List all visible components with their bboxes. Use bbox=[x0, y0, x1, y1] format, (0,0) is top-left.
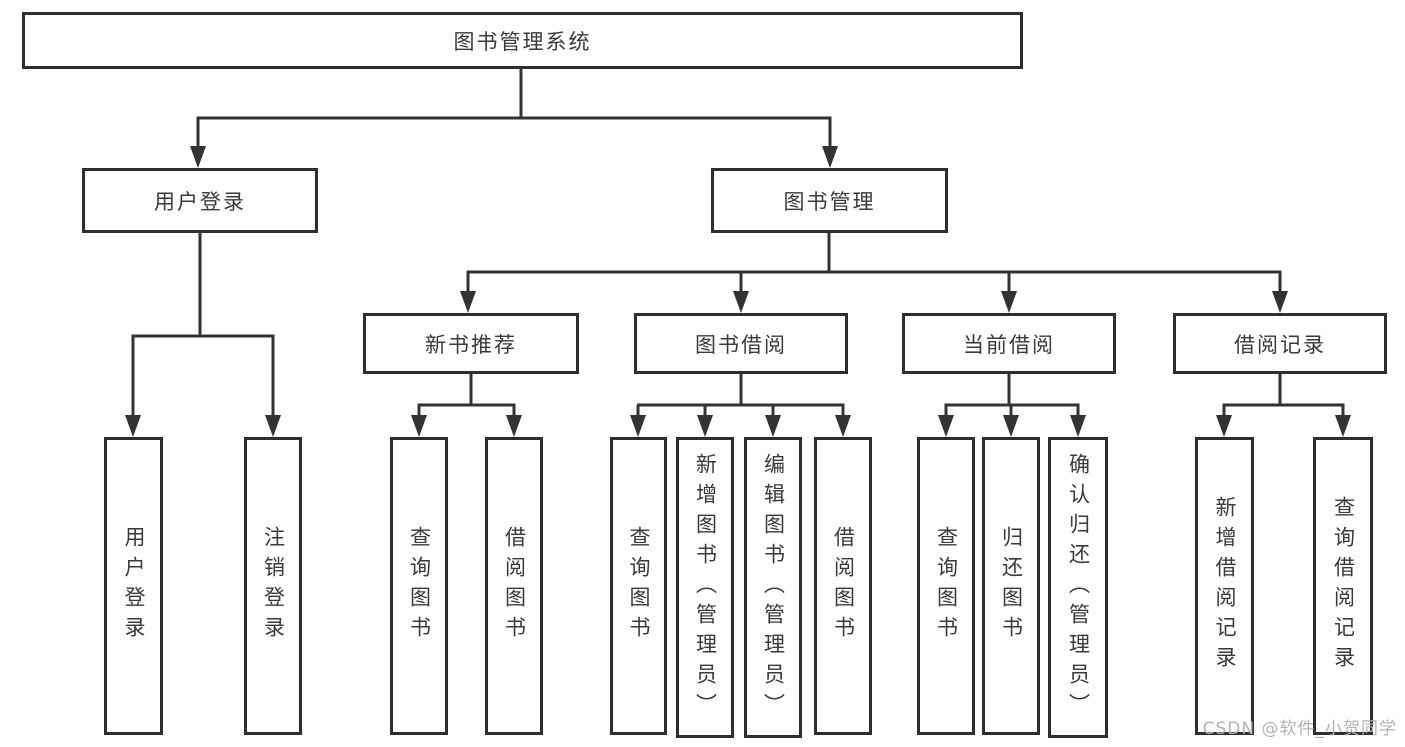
connector-current-borrow-to-leaves bbox=[938, 374, 1086, 437]
leaf-query-borrow-record: 查询借阅记录 bbox=[1313, 437, 1373, 735]
leaf-label: 查询图书 bbox=[934, 526, 959, 646]
leaf-return-books: 归还图书 bbox=[982, 437, 1040, 735]
node-book-management: 图书管理 bbox=[711, 168, 948, 233]
node-user-login: 用户登录 bbox=[82, 168, 318, 233]
leaf-add-borrow-record: 新增借阅记录 bbox=[1195, 437, 1254, 735]
node-new-book-recommend: 新书推荐 bbox=[363, 313, 579, 374]
leaf-label: 查询图书 bbox=[627, 526, 651, 646]
leaf-query-books-1: 查询图书 bbox=[390, 437, 448, 735]
leaf-label: 新增图书（管理员） bbox=[693, 452, 718, 723]
leaf-label: 借阅图书 bbox=[502, 526, 527, 646]
connector-new-book-rec-to-leaves bbox=[411, 374, 522, 437]
leaf-borrow-books-1: 借阅图书 bbox=[485, 437, 543, 735]
leaf-edit-books-admin: 编辑图书（管理员） bbox=[744, 437, 802, 738]
leaf-borrow-books-2: 借阅图书 bbox=[814, 437, 872, 735]
leaf-label: 借阅图书 bbox=[831, 526, 856, 646]
leaf-label: 新增借阅记录 bbox=[1213, 496, 1237, 676]
node-root-system: 图书管理系统 bbox=[22, 12, 1023, 69]
leaf-query-books-3: 查询图书 bbox=[917, 437, 975, 735]
leaf-query-books-2: 查询图书 bbox=[610, 437, 667, 735]
leaf-user-login: 用户登录 bbox=[104, 437, 163, 735]
leaf-add-books-admin: 新增图书（管理员） bbox=[676, 437, 734, 738]
leaf-label: 用户登录 bbox=[122, 526, 146, 646]
connector-root-to-level1 bbox=[190, 69, 838, 168]
leaf-label: 确认归还（管理员） bbox=[1066, 452, 1091, 723]
leaf-label: 编辑图书（管理员） bbox=[761, 452, 786, 723]
connector-borrow-record-to-leaves bbox=[1216, 374, 1351, 437]
node-borrow-records: 借阅记录 bbox=[1173, 313, 1387, 374]
node-current-borrowing: 当前借阅 bbox=[902, 313, 1116, 374]
leaf-label: 查询借阅记录 bbox=[1331, 496, 1356, 676]
leaf-logout: 注销登录 bbox=[244, 437, 302, 735]
leaf-label: 注销登录 bbox=[261, 526, 286, 646]
leaf-label: 归还图书 bbox=[999, 526, 1024, 646]
connector-book-mgmt-to-level2 bbox=[460, 233, 1288, 313]
node-book-borrowing: 图书借阅 bbox=[634, 313, 848, 374]
csdn-watermark: CSDN @软件_小贺同学 bbox=[1202, 719, 1397, 739]
leaf-confirm-return-admin: 确认归还（管理员） bbox=[1048, 437, 1108, 738]
leaf-label: 查询图书 bbox=[407, 526, 432, 646]
connector-book-borrow-to-leaves bbox=[630, 374, 851, 437]
connector-user-login-to-leaves bbox=[125, 233, 281, 437]
